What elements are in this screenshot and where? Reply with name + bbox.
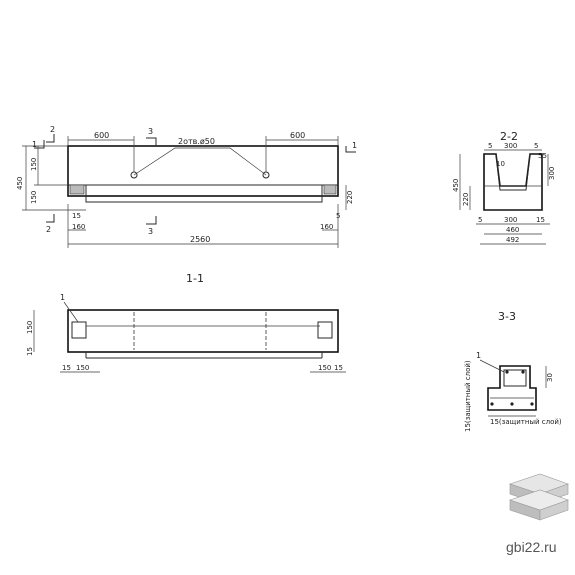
s22-dim-5-bottom: 5	[478, 216, 482, 224]
beam-elevation: 2отв.ø50 600 600 1 1 2 2 3 3 150 450 150	[16, 125, 357, 285]
rebar-dot	[530, 402, 534, 406]
rebar-dot	[521, 370, 525, 374]
s22-dim-300-right: 300	[548, 167, 556, 180]
s22-dim-460: 460	[506, 226, 519, 234]
section-title-1-1: 1-1	[186, 272, 204, 285]
site-logo: gbi22.ru	[506, 473, 569, 555]
s22-dim-492: 492	[506, 236, 519, 244]
rebar-dot	[510, 402, 514, 406]
s33-callout: 1	[476, 351, 481, 360]
section-label: 2	[50, 125, 55, 134]
plan-dim-150-left: 150	[76, 364, 89, 372]
section-label: 3	[148, 227, 153, 236]
s22-dim-300-top: 300	[504, 142, 517, 150]
rebar-dot	[490, 402, 494, 406]
section-mark-2-bottom	[46, 214, 55, 223]
section-label: 2	[46, 225, 51, 234]
s22-dim-450: 450	[452, 179, 460, 192]
plan-outline	[67, 309, 339, 353]
beam-plan: 1 150 15 15 150 150 15	[26, 293, 346, 373]
section-mark-2-top	[46, 134, 55, 143]
section-2-2: 2-2 5 300 5 55 10 450 220 300 5 300 15 4…	[452, 130, 556, 245]
s33-callout-leader	[479, 359, 505, 373]
section-label: 1	[352, 141, 357, 150]
plan-dim-150: 150	[26, 321, 34, 334]
support-pad-right	[323, 184, 337, 195]
beam-upper-body	[67, 145, 339, 197]
support-pad-left	[69, 184, 85, 195]
plan-dim-15-left: 15	[62, 364, 71, 372]
dim-150-a: 150	[30, 158, 38, 171]
dim-160-left: 160	[72, 223, 85, 231]
plan-dim-15: 15	[26, 347, 34, 356]
plan-end-block-left	[71, 321, 87, 339]
section-mark-1-left	[34, 140, 45, 149]
section-3-3-stirrup	[503, 369, 527, 387]
holes-note: 2отв.ø50	[178, 137, 215, 146]
dim-150-b: 150	[30, 191, 38, 204]
s22-dim-220: 220	[462, 193, 470, 206]
s22-dim-5-right: 5	[534, 142, 538, 150]
dim-600-left: 600	[94, 131, 109, 140]
holes-leader	[133, 147, 267, 176]
section-mark-3-top	[146, 137, 157, 146]
section-mark-1-right	[345, 146, 356, 153]
dim-2560: 2560	[190, 235, 210, 244]
rebar-dot	[505, 370, 509, 374]
section-3-3-outline	[487, 365, 537, 411]
s22-dim-10: 10	[496, 160, 505, 168]
s22-dim-300-bottom: 300	[504, 216, 517, 224]
dim-600-right: 600	[290, 131, 305, 140]
section-mark-3-bottom	[146, 216, 157, 225]
s33-side-note: 15(защитный слой)	[464, 360, 472, 432]
watermark-text: gbi22.ru	[506, 539, 557, 555]
plan-callout-leader	[63, 301, 79, 323]
dim-15: 15	[72, 212, 81, 220]
s22-dim-55: 55	[538, 152, 547, 160]
dim-160-right: 160	[320, 223, 333, 231]
dim-450: 450	[16, 177, 24, 190]
section-2-2-outline	[483, 153, 543, 211]
plan-dim-15-right: 15	[334, 364, 343, 372]
dim-220: 220	[346, 191, 354, 204]
beam-lower-flange	[85, 184, 323, 203]
s22-dim-5-left: 5	[488, 142, 492, 150]
section-label: 3	[148, 127, 153, 136]
section-2-2-channel	[495, 153, 531, 191]
plan-callout: 1	[60, 293, 65, 302]
plan-dim-150-right: 150	[318, 364, 331, 372]
section-label: 1	[32, 140, 37, 149]
section-title-2-2: 2-2	[500, 130, 518, 143]
logo-slab2-top	[509, 489, 569, 511]
s33-dim-30: 30	[546, 373, 554, 382]
s22-dim-15-bottom: 15	[536, 216, 545, 224]
plan-end-block-right	[317, 321, 333, 339]
s33-bottom-note: 15(защитный слой)	[490, 418, 562, 426]
section-title-3-3: 3-3	[498, 310, 516, 323]
section-3-3: 3-3 1 30 15(защитный слой) 15(защитный с…	[464, 310, 562, 432]
